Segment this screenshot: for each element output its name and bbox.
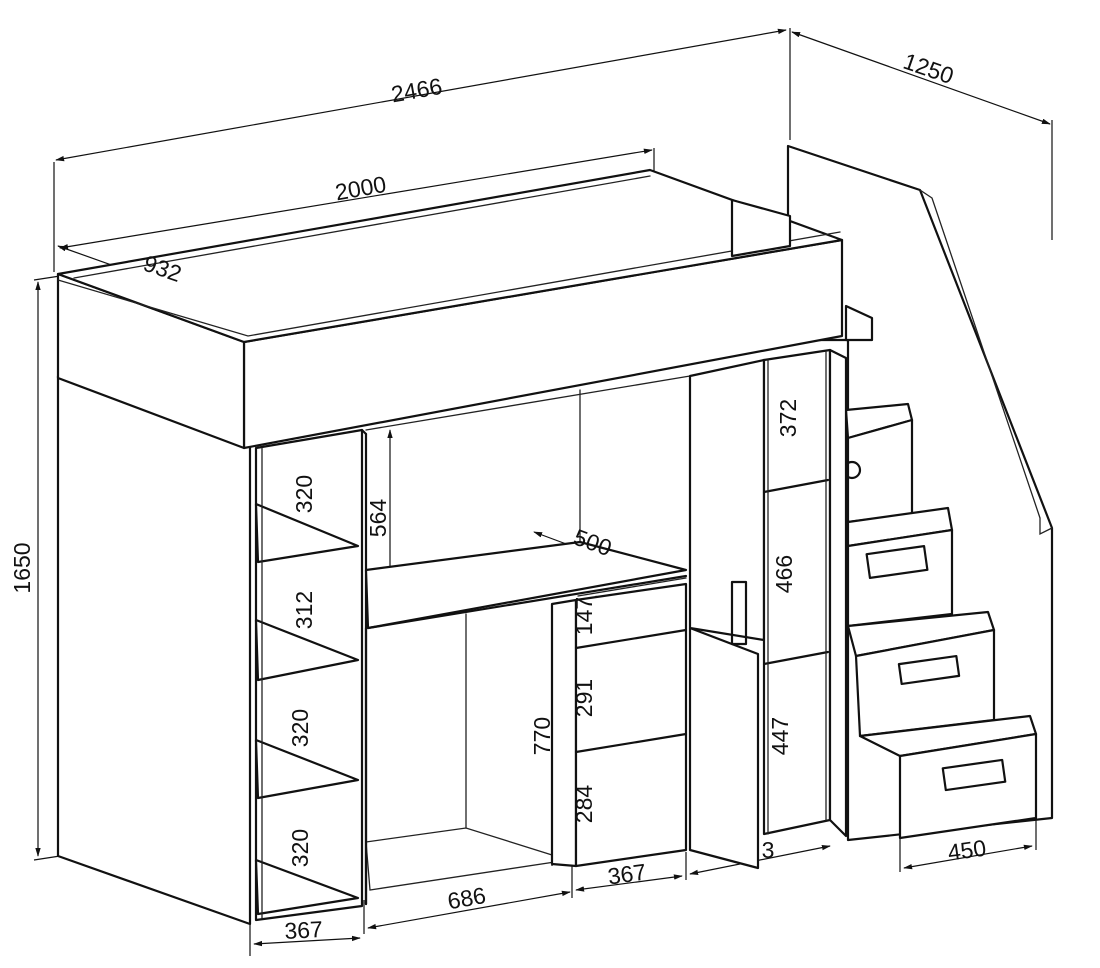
dim-stairs-width: 450: [946, 835, 988, 866]
drawer-handle-icon[interactable]: [897, 654, 961, 686]
dim-overall-depth: 1250: [900, 48, 957, 89]
dim-overall-height: 1650: [9, 542, 35, 593]
dim-desk-clearance: 564: [365, 499, 391, 538]
wardrobe: [688, 348, 848, 838]
door-handle-icon[interactable]: [730, 580, 748, 646]
bed-frame: [56, 168, 844, 926]
dim-wardrobe-shelf-2: 466: [771, 555, 797, 593]
dim-left-shelf-3: 320: [287, 709, 313, 747]
dim-wardrobe-shelf-3: 447: [767, 717, 793, 755]
dim-cabinet-width: 367: [606, 859, 648, 890]
dim-left-shelf-width: 367: [284, 916, 324, 944]
dim-left-shelf-4: 320: [287, 829, 313, 867]
dim-overall-length: 2466: [389, 73, 444, 107]
dim-left-shelf-2: 312: [291, 591, 317, 629]
dim-desk-width: 686: [445, 882, 487, 914]
dim-cabinet-shelf-3: 284: [571, 785, 597, 824]
dim-desk-height: 770: [529, 717, 555, 755]
drawer-handle-icon[interactable]: [941, 758, 1007, 792]
dim-cabinet-shelf-1: 147: [571, 597, 597, 635]
dim-wardrobe-width: 3: [762, 837, 775, 863]
dim-wardrobe-shelf-1: 372: [775, 399, 801, 437]
dim-cabinet-shelf-2: 291: [571, 679, 597, 717]
dim-left-shelf-1: 320: [291, 475, 317, 513]
desk-cabinet: [550, 577, 760, 870]
left-shelf-unit: [254, 428, 368, 922]
dim-bed-length: 2000: [333, 171, 388, 205]
stairs-unit: [786, 144, 1054, 842]
drawer-handle-icon[interactable]: [865, 544, 929, 580]
